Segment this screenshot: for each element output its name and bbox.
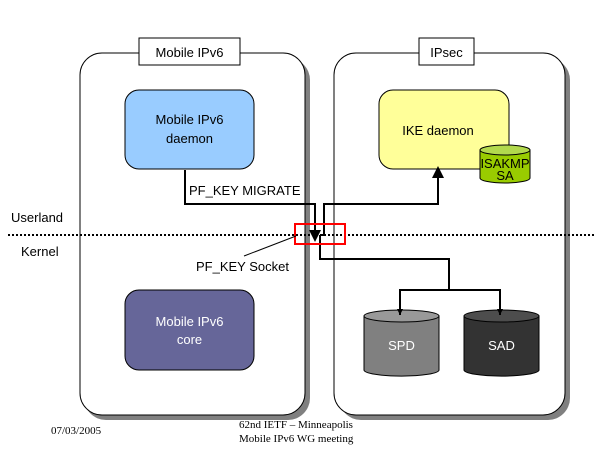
group-title: Mobile IPv6 (156, 45, 224, 60)
database-label: SPD (388, 338, 415, 353)
box-label: Mobile IPv6 (156, 112, 224, 127)
box-shape (124, 289, 255, 371)
box-label: IKE daemon (402, 123, 474, 138)
spd-sad-connector (399, 289, 501, 315)
footer-event-subtitle: Mobile IPv6 WG meeting (239, 433, 354, 445)
box-label: core (177, 332, 202, 347)
cylinder-top (479, 144, 531, 156)
pf-key-migrate-connector (184, 170, 321, 242)
pf-key-migrate-label: PF_KEY MIGRATE (189, 183, 301, 198)
box-shape (124, 89, 255, 170)
cylinder-body (463, 315, 540, 377)
group-title: IPsec (430, 45, 463, 60)
box-label: Mobile IPv6 (156, 314, 224, 329)
mobile-ipv6-core-box[interactable]: Mobile IPv6 core (124, 289, 255, 371)
database-label: SAD (488, 338, 515, 353)
cylinder-body (479, 149, 531, 184)
group-title-box (138, 37, 241, 66)
box-label: daemon (166, 131, 213, 146)
box-shape (378, 89, 510, 170)
userland-label: Userland (11, 210, 63, 225)
footer-date: 07/03/2005 (51, 425, 102, 437)
arrow-head-icon (397, 309, 403, 315)
spd-database[interactable]: SPD (363, 309, 440, 377)
kernel-connector (319, 235, 450, 290)
group-title-box (418, 37, 475, 66)
ike-connector (320, 166, 444, 236)
pf-key-socket-label: PF_KEY Socket (196, 259, 289, 274)
isakmp-sa-database[interactable]: ISAKMP SA (479, 144, 531, 184)
pf-key-socket-highlight[interactable] (294, 223, 346, 245)
kernel-label: Kernel (21, 244, 59, 259)
ike-daemon-box[interactable]: IKE daemon (378, 89, 510, 170)
mobile-ipv6-daemon-box[interactable]: Mobile IPv6 daemon (124, 89, 255, 170)
pf-key-socket-pointer (243, 235, 297, 257)
cylinder-body (363, 315, 440, 377)
footer-event-title: 62nd IETF – Minneapolis (239, 419, 353, 431)
database-label: SA (496, 168, 514, 183)
sad-database[interactable]: SAD (463, 309, 540, 377)
arrow-head-icon (497, 309, 503, 315)
database-label: ISAKMP (480, 156, 529, 171)
